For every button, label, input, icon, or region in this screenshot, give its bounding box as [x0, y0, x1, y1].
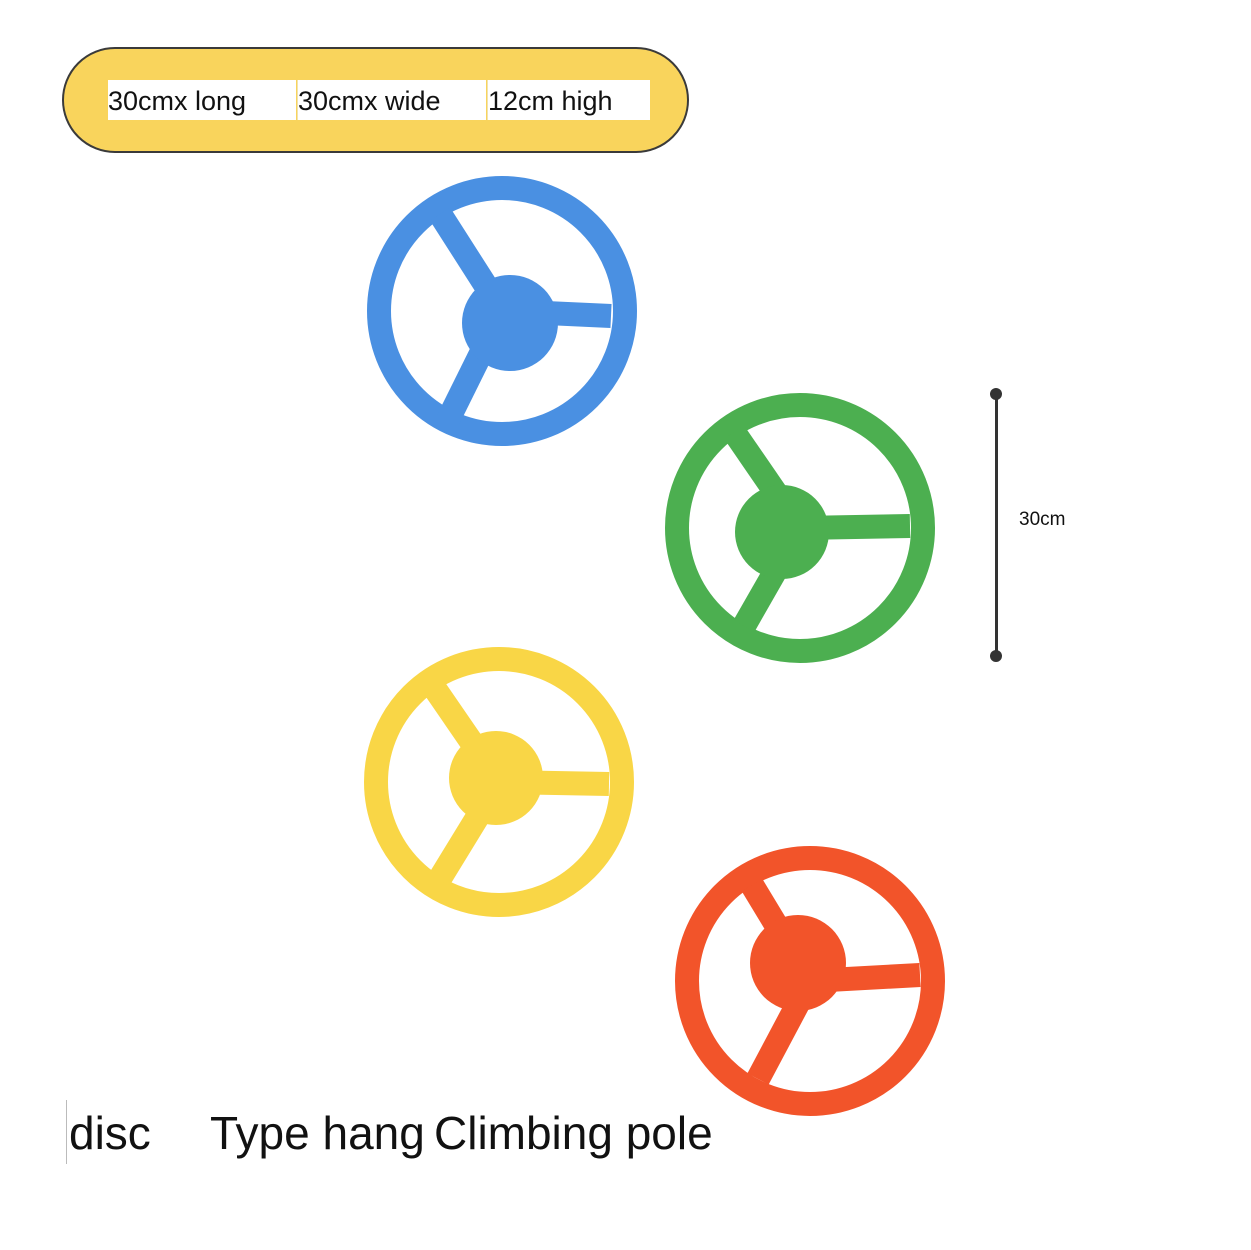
green-wheel [665, 393, 935, 663]
dimension-width: 30cmx wide [297, 80, 486, 120]
scale-bar-bottom-endpoint [990, 650, 1002, 662]
caption-climbing: Climbing pole [434, 1107, 713, 1159]
dimension-height: 12cm high [487, 80, 650, 120]
orange-wheel [675, 846, 945, 1116]
scale-label: 30cm [1019, 509, 1066, 530]
caption-disc: disc [69, 1107, 151, 1159]
scale-bar-top-endpoint [990, 388, 1002, 400]
caption-divider [66, 1100, 67, 1164]
dimension-length: 30cmx long [108, 80, 296, 120]
blue-wheel [367, 176, 637, 446]
caption-type: Type hang [210, 1107, 425, 1159]
yellow-wheel [364, 647, 634, 917]
scale-bar [995, 394, 998, 656]
